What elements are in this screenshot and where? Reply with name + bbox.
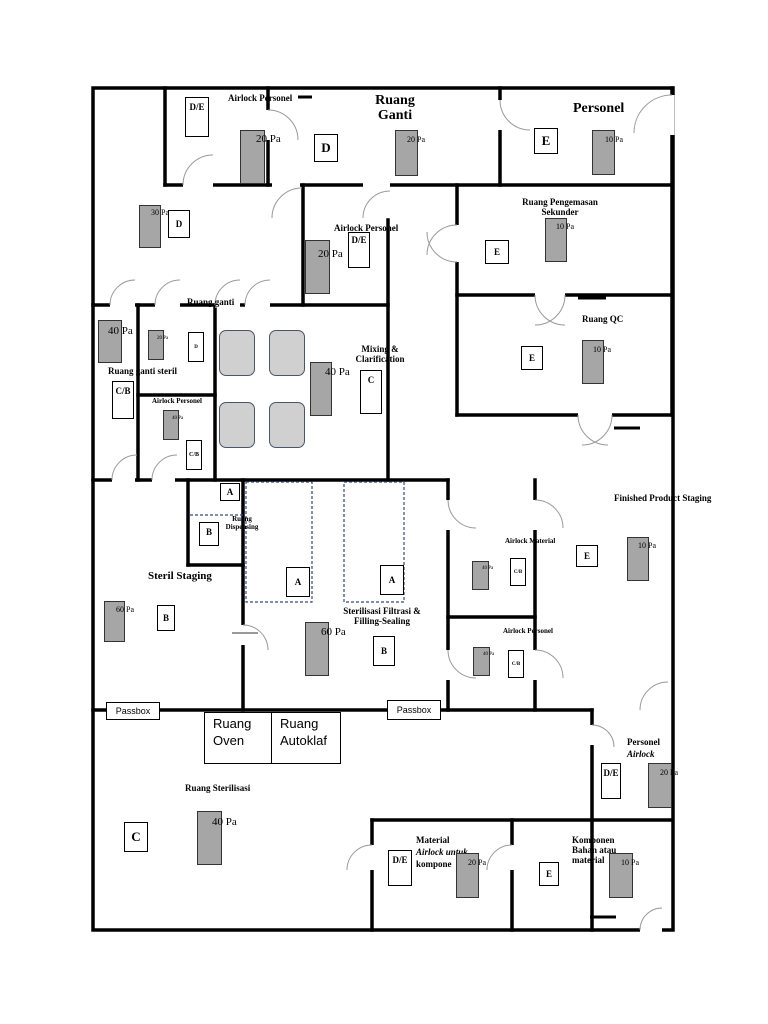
pressure-gauge [240,130,265,184]
pressure-gauge [545,218,567,262]
pressure-value: 20 Pa [407,135,425,144]
pressure-value: 20 Pa [157,336,169,341]
pressure-gauge [305,622,329,676]
room-label: Personel [627,737,660,747]
class-marker: B [373,636,395,666]
pressure-value: 40 Pa [212,816,237,828]
class-marker: C/B [508,650,524,678]
class-marker: C/B [510,558,526,586]
ruang-autoklaf: Ruang Autoklaf [271,712,341,764]
pressure-value: 20 Pa [318,248,343,260]
room-label: Ruang ganti steril [108,366,178,376]
room-label: Airlock Personel [503,627,553,635]
class-marker: D/E [601,763,621,799]
pressure-value: 10 Pa [605,135,623,144]
room-label: Airlock Personel [228,93,293,103]
class-marker: A [220,483,240,501]
class-marker: B [199,522,219,546]
room-label: kompone [416,859,452,869]
pressure-gauge [104,601,125,642]
pressure-gauge [609,853,633,898]
room-label: Material [416,835,450,845]
pressure-gauge [139,205,161,248]
pressure-value: 40 Pa [483,652,495,657]
mixing-tank [269,402,305,448]
room-label: Airlock Material [505,537,556,545]
pressure-gauge [472,561,489,590]
class-marker: D [314,134,338,162]
class-marker: C [360,370,382,414]
pressure-gauge [627,537,649,581]
room-label: Mixing & Clarification [355,344,405,364]
pressure-value: 20 Pa [660,768,678,777]
room-label: Airlock Personel [334,223,399,233]
pressure-gauge [148,330,164,360]
room-label: Ruang Sterilisasi [185,783,251,793]
room-label: Ruang Ganti [375,93,415,124]
class-marker: D/E [388,850,412,886]
mixing-tank [219,330,255,376]
room-label: Airlock [627,749,655,759]
pressure-value: 30 Pa [151,208,169,217]
pressure-gauge [582,340,604,384]
room-label: Ruang ganti [187,297,235,307]
room-label: Personel [573,101,625,116]
class-marker: D [188,332,204,362]
mixing-tank [269,330,305,376]
class-marker: E [521,346,543,370]
passbox: Passbox [387,700,441,720]
class-marker: D/E [348,232,370,268]
room-label: Ruang Pengemasan Sekunder [522,197,598,217]
room-label: Finished Product Staging [614,493,712,503]
class-marker: A [286,567,310,597]
room-label: Komponen Bahan atau material [572,835,617,865]
pressure-gauge [473,647,490,676]
room-label: Ruang Dispensing [225,515,259,531]
passbox: Passbox [106,702,160,720]
pressure-value: 60 Pa [321,626,346,638]
pressure-gauge [305,240,330,294]
pressure-value: 20 Pa [256,133,281,145]
pressure-value: 20 Pa [468,858,486,867]
pressure-value: 10 Pa [621,858,639,867]
class-marker: D/E [185,97,209,137]
class-marker: C [124,822,148,852]
room-label: Airlock Personel [152,397,202,405]
room-label: Sterilisasi Filtrasi & Filling-Sealing [343,606,421,626]
pressure-value: 40 Pa [325,366,350,378]
pressure-value: 40 Pa [172,416,184,421]
pressure-gauge [98,320,122,363]
pressure-gauge [163,410,179,440]
pressure-gauge [310,362,332,416]
pressure-gauge [592,130,615,175]
room-label: Ruang QC [582,314,624,324]
pressure-value: 40 Pa [108,325,133,337]
pressure-value: 60 Pa [116,605,134,614]
class-marker: E [576,545,598,567]
class-marker: B [157,605,175,631]
pressure-value: 10 Pa [593,345,611,354]
class-marker: E [534,128,558,154]
pressure-gauge [197,811,222,865]
pressure-gauge [395,130,418,176]
pressure-value: 40 Pa [482,566,494,571]
class-marker: E [485,240,509,264]
pressure-gauge [648,763,672,808]
class-marker: C/B [112,381,134,419]
room-label: Airlock untuk [416,847,468,857]
class-marker: E [539,862,559,886]
room-label: Steril Staging [148,570,212,582]
pressure-value: 10 Pa [638,541,656,550]
ruang-oven: Ruang Oven [204,712,272,764]
class-marker: C/B [186,440,202,470]
mixing-tank [219,402,255,448]
pressure-value: 10 Pa [556,222,574,231]
class-marker: A [380,565,404,595]
pressure-gauge [456,853,479,898]
class-marker: D [168,210,190,238]
